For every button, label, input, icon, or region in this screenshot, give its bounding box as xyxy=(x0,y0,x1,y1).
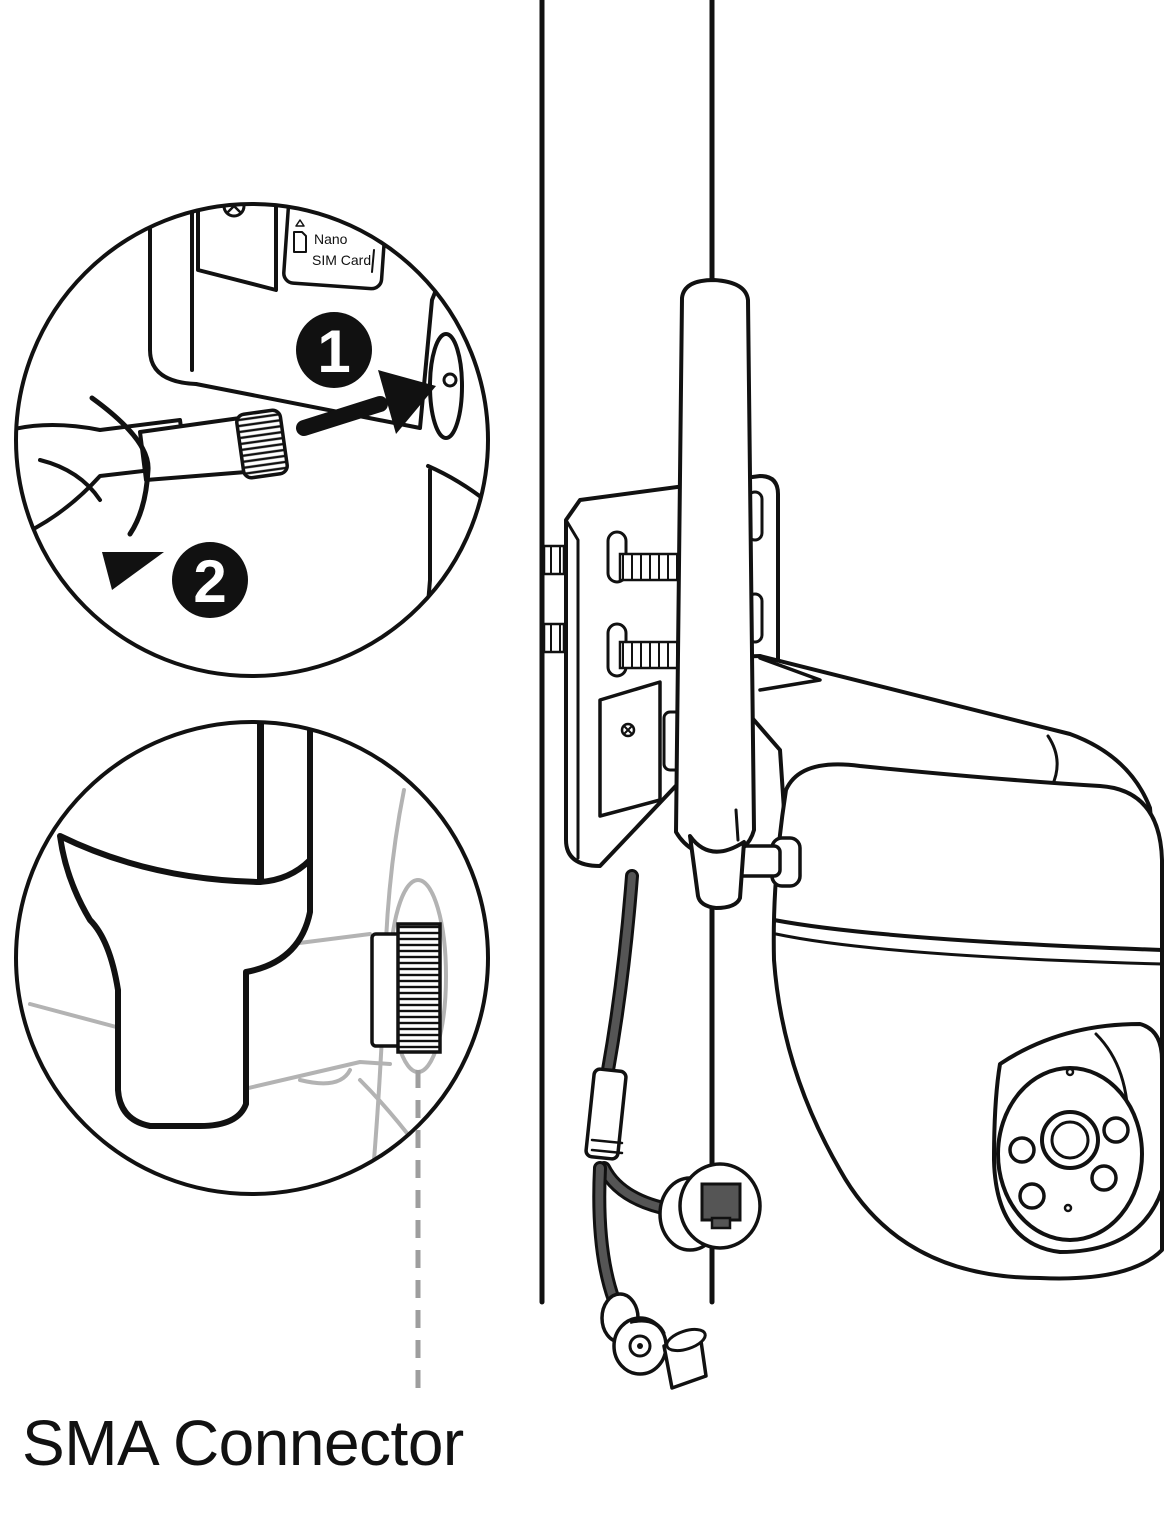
camera-body xyxy=(698,654,1164,1281)
arrow-right-icon xyxy=(296,370,436,436)
sim-card-icon xyxy=(293,219,307,253)
cable-assembly xyxy=(584,869,762,1390)
step-number-1: 1 xyxy=(317,318,350,385)
ir-led-array xyxy=(1008,1067,1130,1213)
sma-connector-caption: SMA Connector xyxy=(22,1407,464,1479)
power-connector xyxy=(600,1292,708,1390)
sma-connector-nut xyxy=(396,922,442,1054)
arrow-rotate-icon xyxy=(89,395,164,590)
ethernet-connector xyxy=(658,1162,762,1252)
sim-label-line2: SIM Card xyxy=(312,252,371,268)
step-badge-2: 2 xyxy=(172,542,248,618)
lens xyxy=(1040,1110,1100,1170)
screw-icon xyxy=(620,722,636,738)
antenna xyxy=(674,278,756,910)
detail-sma-connector xyxy=(14,720,490,1196)
step-number-2: 2 xyxy=(193,548,226,615)
detail-insert-antenna: Nano SIM Card xyxy=(14,202,490,678)
sim-label-line1: Nano xyxy=(314,231,348,247)
step-badge-1: 1 xyxy=(296,312,372,388)
